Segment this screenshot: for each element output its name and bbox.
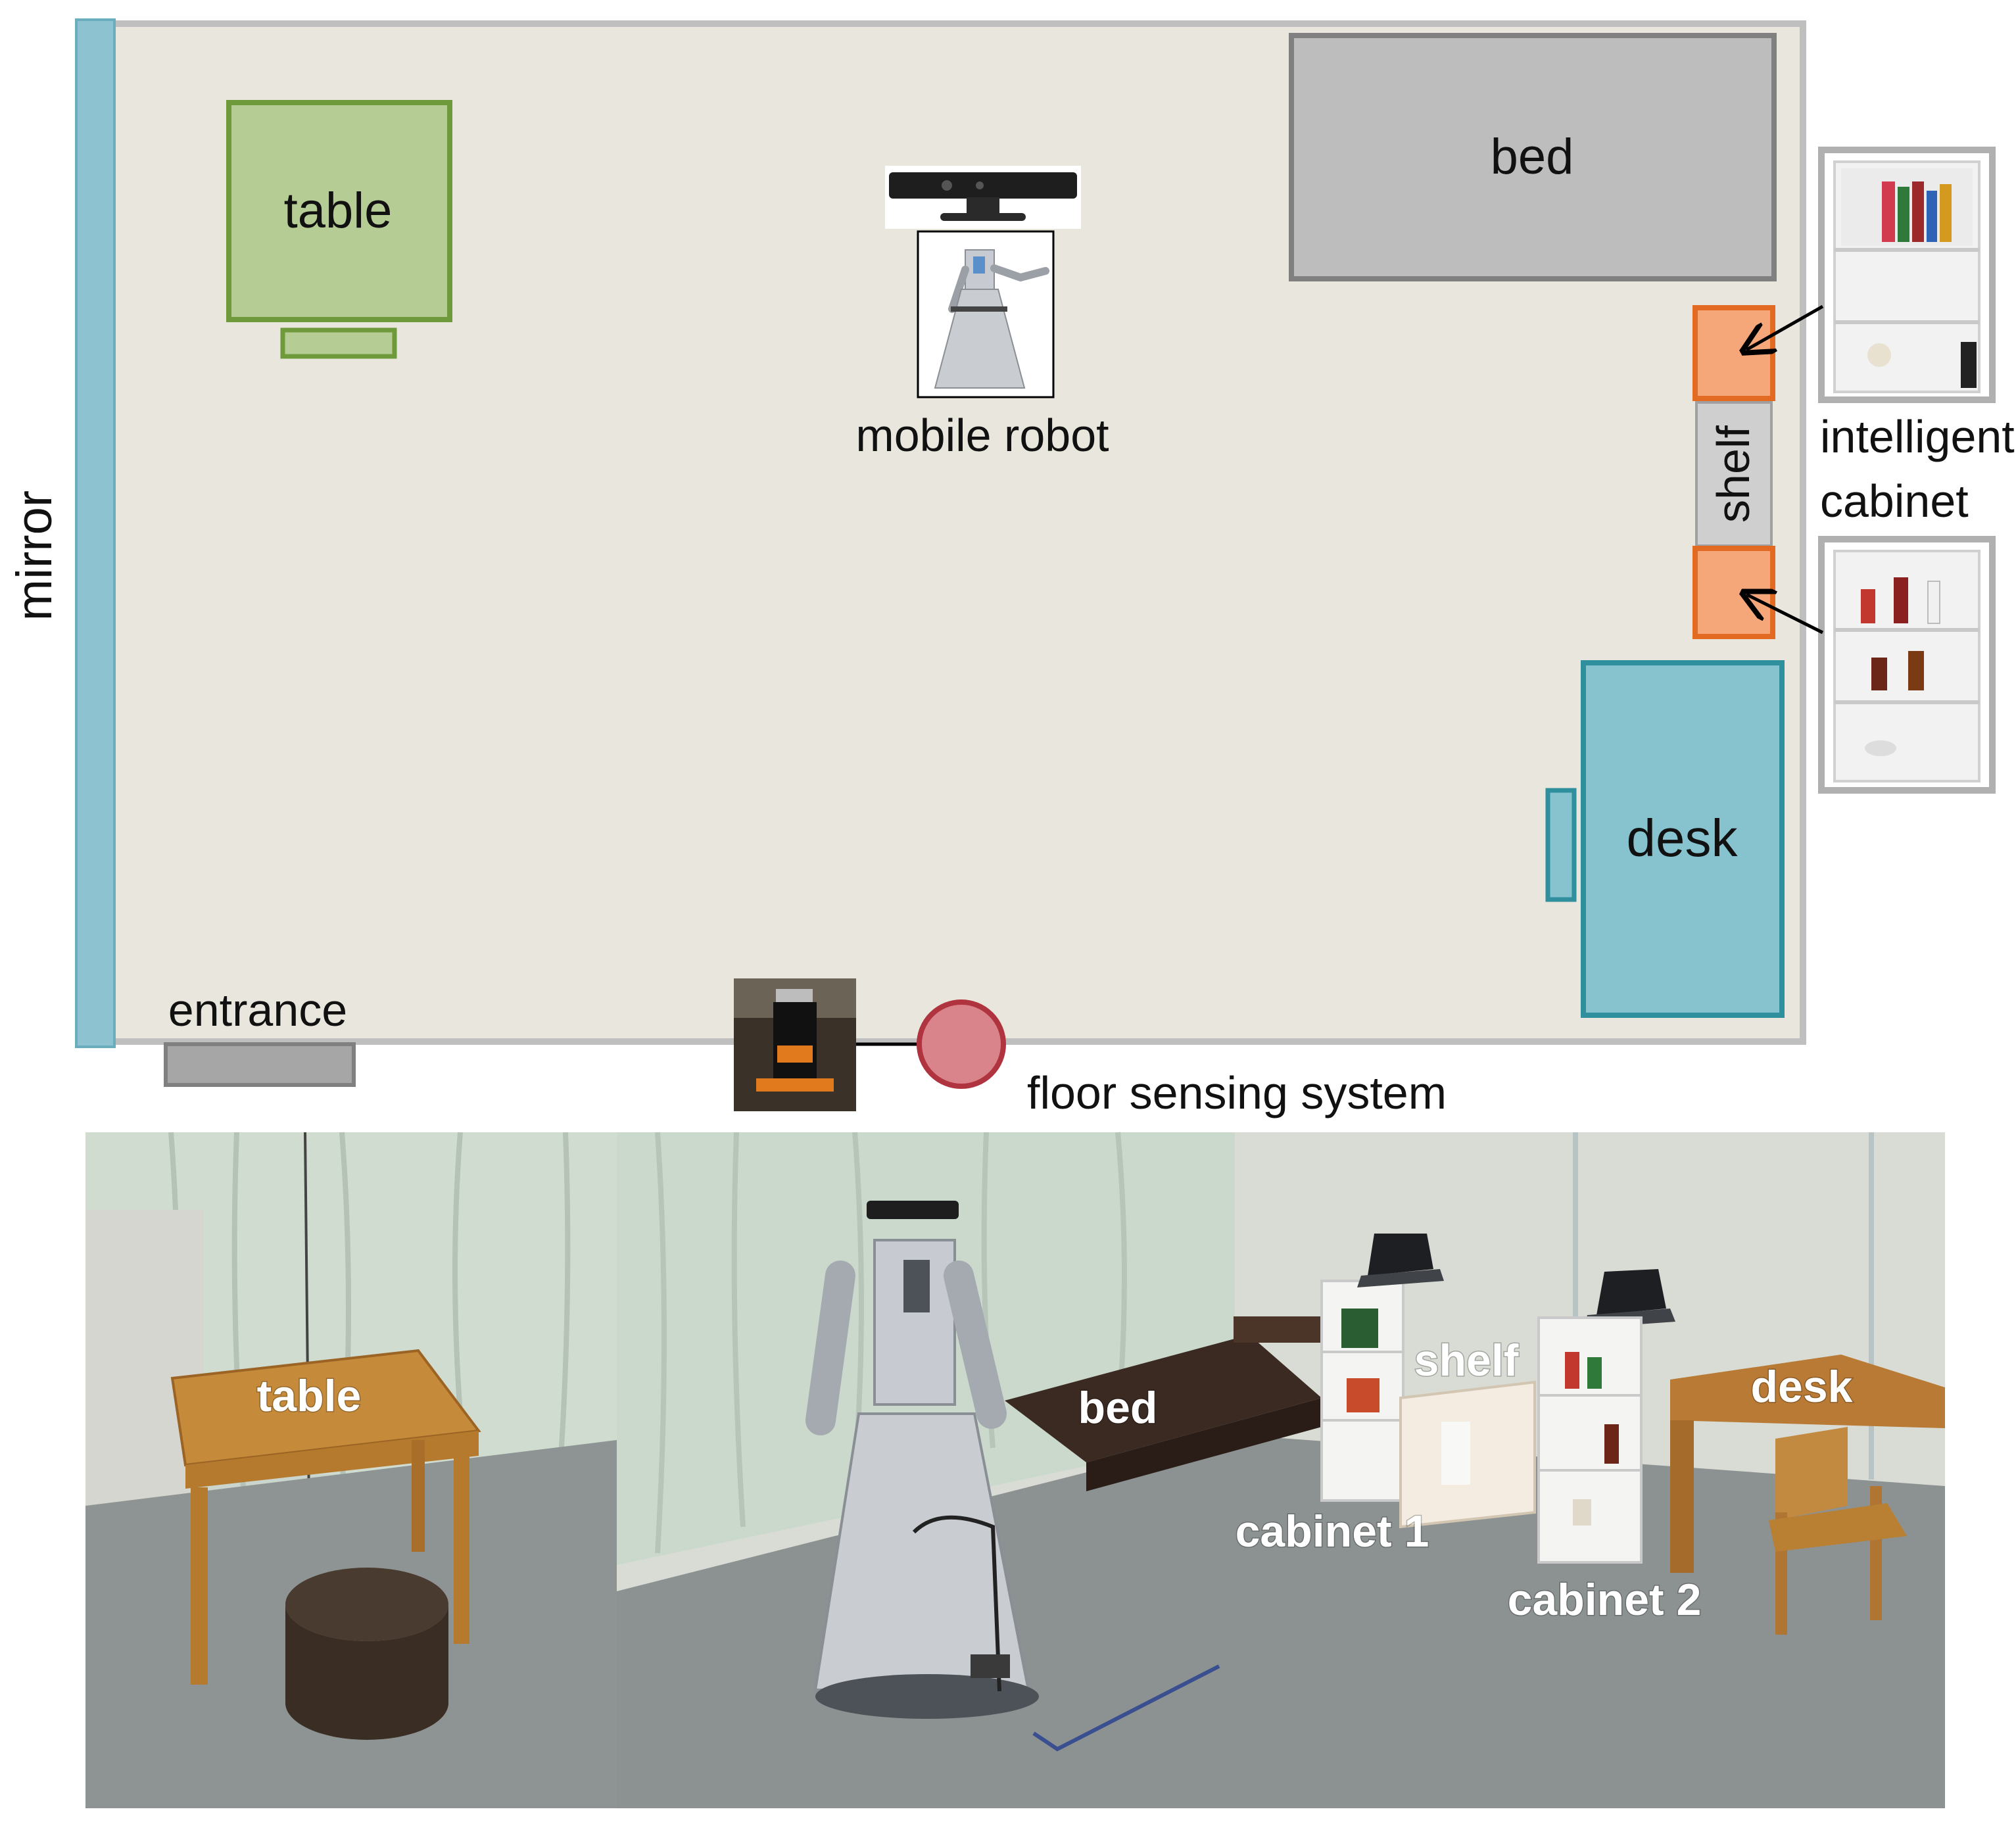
mobile-robot-label: mobile robot	[855, 410, 1109, 461]
photo-cabinet2-label: cabinet 2	[1508, 1575, 1702, 1625]
room-overview-photo	[617, 1132, 1945, 1808]
desk-label: desk	[1627, 809, 1739, 867]
floor-sensor-marker	[917, 999, 1006, 1089]
intelligent-cabinet-label-line1: intelligent	[1820, 411, 2015, 462]
desk-chair-block	[1545, 788, 1577, 902]
photo-shelf-label: shelf	[1414, 1335, 1519, 1385]
photo-bed-label: bed	[1078, 1383, 1158, 1433]
robot-photo-icon	[917, 230, 1055, 398]
photo-table-label: table	[257, 1371, 362, 1421]
shelf-block	[1695, 401, 1773, 547]
table-stool-block	[280, 327, 397, 359]
intelligent-cabinet-label-line2: cabinet	[1820, 475, 1969, 527]
table-label: table	[284, 183, 393, 239]
table-photo	[85, 1132, 617, 1808]
cabinet-2-arrow	[1746, 594, 1824, 635]
photo-cabinet1-label: cabinet 1	[1236, 1506, 1429, 1556]
floor-sensing-system-label: floor sensing system	[1027, 1067, 1447, 1118]
table-block	[226, 100, 452, 322]
entrance-label: entrance	[168, 984, 347, 1036]
bed-label: bed	[1491, 129, 1574, 185]
cabinet-1-block	[1692, 305, 1775, 401]
entrance-block	[164, 1042, 356, 1087]
photo-desk-label: desk	[1751, 1362, 1853, 1412]
shelf-label: shelf	[1708, 425, 1759, 523]
floor-plan: mirror table mobile robot bed shelf desk	[7, 18, 2015, 1118]
floor-sensor-photo-icon	[734, 978, 856, 1111]
mirror-label: mirror	[7, 491, 62, 621]
cabinet-drinks-photo-icon	[1818, 536, 1996, 794]
bed-block	[1289, 33, 1777, 281]
cabinet-books-photo-icon	[1818, 147, 1996, 403]
cabinet-1-arrow	[1746, 304, 1824, 350]
kinect-sensor-icon	[885, 166, 1081, 229]
desk-block	[1581, 660, 1785, 1018]
mirror-wall	[75, 18, 116, 1048]
